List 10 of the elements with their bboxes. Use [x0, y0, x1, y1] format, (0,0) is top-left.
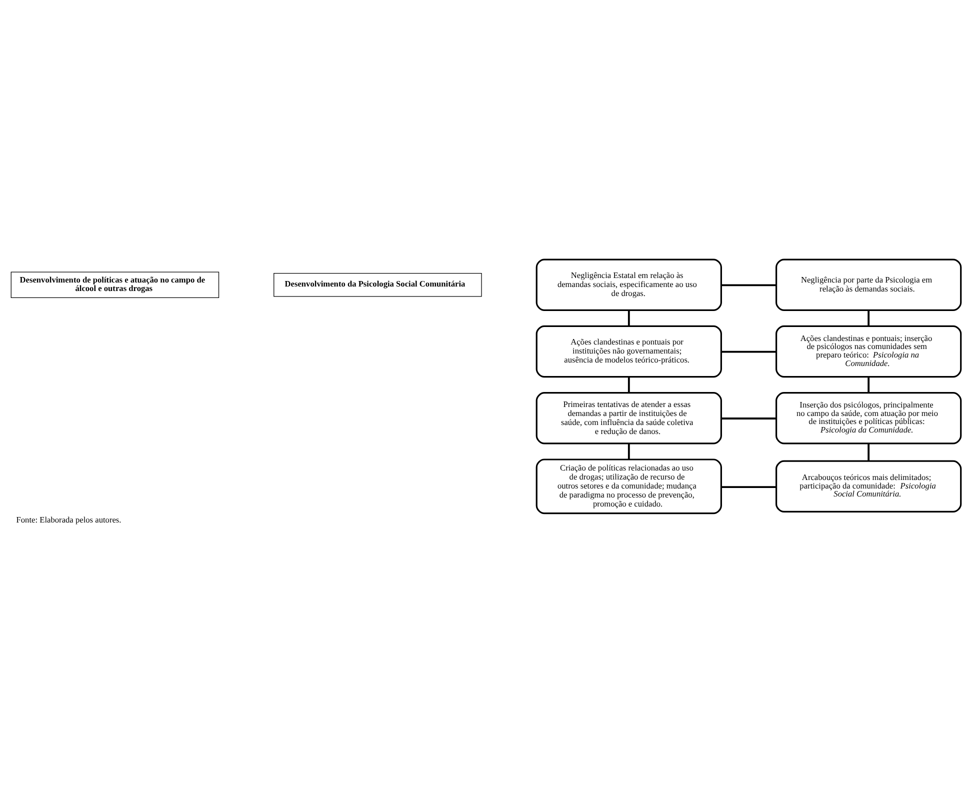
connector — [868, 310, 870, 326]
connector — [721, 350, 776, 353]
connector — [628, 376, 630, 393]
connector — [628, 444, 630, 460]
connector — [628, 310, 630, 326]
connector — [868, 444, 870, 461]
connector — [868, 376, 870, 393]
connector — [721, 486, 776, 488]
connector — [721, 418, 776, 420]
connector — [721, 284, 776, 286]
